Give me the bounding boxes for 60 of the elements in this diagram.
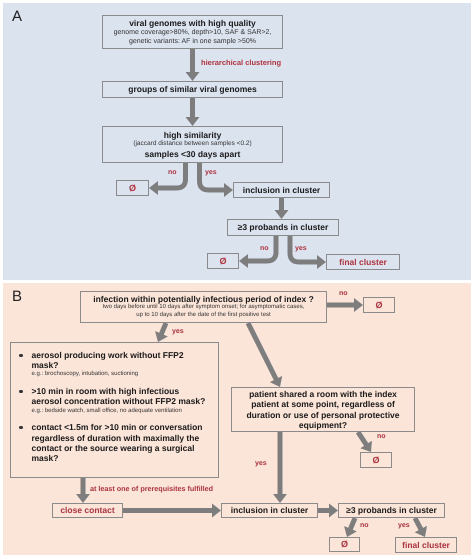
outcome-box	[52, 503, 123, 518]
arrow	[412, 516, 427, 537]
step-box	[227, 219, 339, 236]
outcome-box	[363, 297, 395, 313]
step-box	[231, 387, 415, 432]
outcome-box	[329, 537, 360, 552]
step-box	[102, 126, 283, 163]
arrow	[155, 322, 168, 342]
arrow	[344, 517, 358, 537]
outcome-label: close contact	[60, 505, 115, 516]
panel-background	[3, 3, 471, 280]
criterion-question: contact <1.5m for >10 min or conversation regardless of duration with maximally the contact or the source wearing a surgical mask?	[32, 422, 204, 464]
arrow	[273, 432, 287, 503]
outcome-box	[395, 537, 457, 553]
arrow	[239, 236, 278, 268]
arrow	[356, 430, 372, 452]
step-title: samples <30 days apart	[144, 148, 240, 159]
step-title: inclusion in cluster	[242, 184, 320, 196]
step-title: groups of similar viral genomes	[128, 84, 257, 95]
arrow	[318, 504, 338, 518]
criterion-question: aerosol producing work without FFP2 mask?	[32, 350, 185, 370]
arrow	[197, 163, 233, 197]
step-title: ≥3 probands in cluster	[238, 222, 328, 233]
outcome-box	[116, 180, 149, 196]
panel-letter: B	[12, 289, 22, 304]
outcome-label: Ø	[372, 454, 380, 466]
arrow	[288, 236, 326, 269]
outcome-box	[326, 254, 400, 270]
arrow	[274, 198, 288, 219]
step-box	[221, 503, 318, 518]
arrow	[186, 49, 200, 81]
arrow	[76, 478, 90, 503]
outcome-label: Ø	[219, 256, 226, 266]
arrow	[123, 504, 221, 518]
panel-background	[3, 283, 471, 555]
step-title: infection within potentially infectious period of index ?	[93, 294, 314, 304]
step-title: ≥3 probands in cluster	[346, 505, 437, 516]
step-box	[80, 291, 327, 323]
outcome-box	[207, 253, 239, 269]
arrow	[149, 163, 188, 195]
step-box	[338, 503, 445, 518]
outcome-label: Ø	[128, 182, 136, 194]
arrow	[327, 298, 363, 312]
step-title: patient shared a room with the index patient at some point, regardless of duration or use of personal protective equipment?	[245, 389, 401, 430]
step-box	[102, 15, 283, 49]
step-box	[233, 182, 330, 198]
outcome-label: final cluster	[402, 540, 450, 550]
outcome-label: final cluster	[339, 256, 387, 268]
criteria-box	[10, 342, 219, 478]
panel-letter: A	[12, 9, 22, 24]
step-title: high similarity	[164, 130, 222, 140]
step-box	[102, 81, 283, 98]
arrow	[246, 322, 282, 387]
outcome-label: Ø	[375, 300, 382, 310]
outcome-label: Ø	[340, 539, 348, 550]
arrow	[186, 98, 200, 126]
step-title: inclusion in cluster	[230, 505, 308, 516]
step-title: viral genomes with high quality	[129, 18, 256, 28]
criterion-question: >10 min in room with high infectious aerosol concentration without FFP2 mask?	[32, 386, 206, 407]
outcome-box	[360, 452, 392, 468]
